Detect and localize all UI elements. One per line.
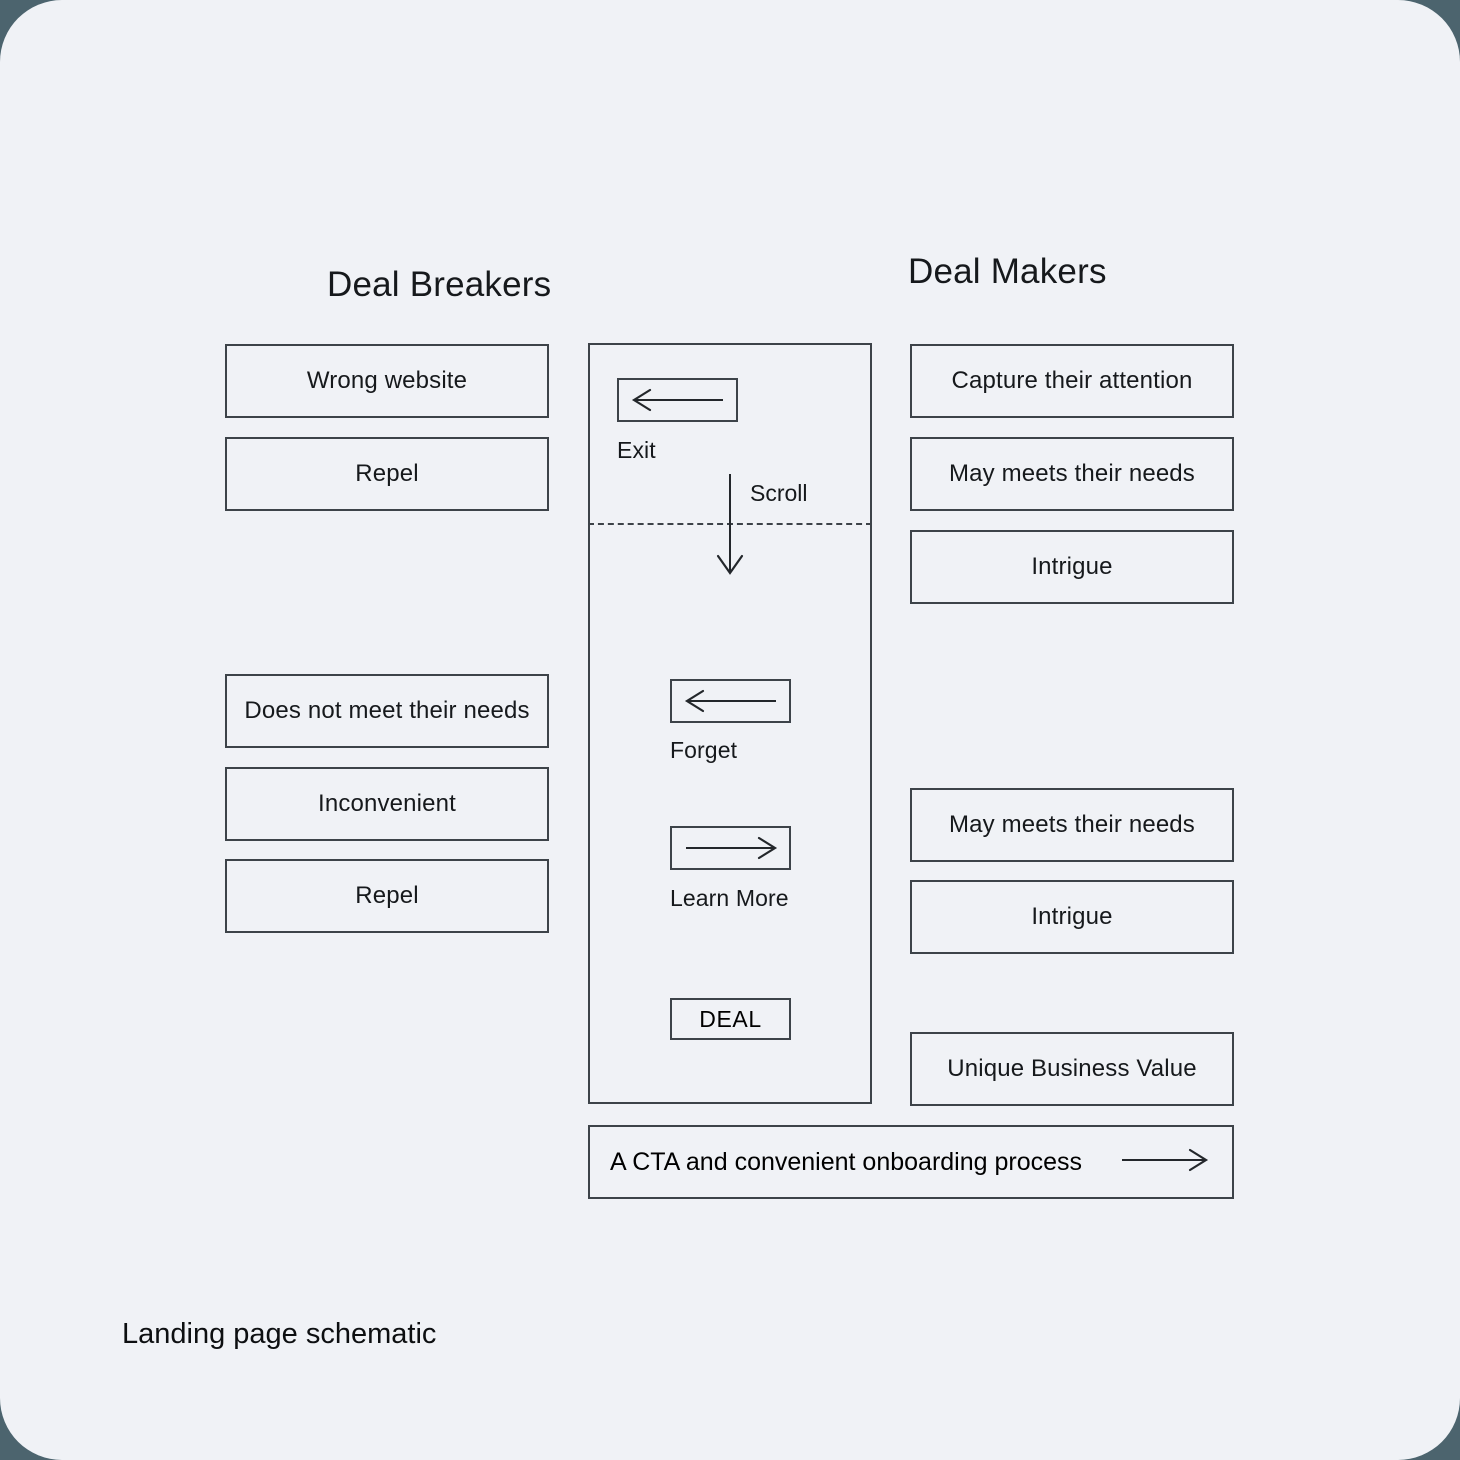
deal-maker-label: Unique Business Value	[947, 1055, 1197, 1082]
deal-maker-label: May meets their needs	[949, 811, 1195, 838]
deal-maker-box[interactable]: Intrigue	[910, 530, 1234, 604]
deal-box[interactable]: DEAL	[670, 998, 791, 1040]
deal-maker-box[interactable]: May meets their needs	[910, 788, 1234, 862]
arrow-right-icon	[1120, 1148, 1212, 1177]
column-title-deal-breakers: Deal Breakers	[327, 265, 552, 304]
forget-action-caption: Forget	[670, 737, 738, 763]
arrow-left-icon	[681, 689, 781, 713]
cta-label: A CTA and convenient onboarding process	[609, 1147, 1083, 1176]
deal-breaker-box[interactable]: Does not meet their needs	[225, 674, 549, 748]
learn-more-action-caption: Learn More	[670, 885, 789, 911]
deal-maker-box[interactable]: Unique Business Value	[910, 1032, 1234, 1106]
deal-label: DEAL	[699, 1005, 762, 1032]
arrow-left-icon	[628, 388, 728, 412]
deal-breaker-box[interactable]: Inconvenient	[225, 767, 549, 841]
deal-breaker-label: Repel	[355, 882, 419, 909]
footer-caption: Landing page schematic	[122, 1318, 437, 1350]
scroll-caption: Scroll	[750, 480, 808, 506]
deal-maker-box[interactable]: May meets their needs	[910, 437, 1234, 511]
deal-breaker-box[interactable]: Repel	[225, 437, 549, 511]
column-title-deal-makers: Deal Makers	[908, 252, 1107, 291]
deal-maker-box[interactable]: Capture their attention	[910, 344, 1234, 418]
deal-breaker-label: Does not meet their needs	[244, 697, 530, 724]
deal-breaker-label: Wrong website	[306, 367, 468, 394]
deal-maker-label: Intrigue	[1031, 903, 1113, 930]
arrow-right-icon	[681, 836, 781, 860]
deal-breaker-box[interactable]: Repel	[225, 859, 549, 933]
learn-more-action-box[interactable]	[670, 826, 791, 870]
exit-action-caption: Exit	[617, 437, 656, 463]
landing-page-frame	[588, 343, 872, 1104]
deal-breaker-box[interactable]: Wrong website	[225, 344, 549, 418]
forget-action-box[interactable]	[670, 679, 791, 723]
deal-breaker-label: Inconvenient	[318, 790, 456, 817]
exit-action-box[interactable]	[617, 378, 738, 422]
scroll-arrow-icon	[710, 474, 750, 578]
deal-maker-box[interactable]: Intrigue	[910, 880, 1234, 954]
deal-breaker-label: Repel	[355, 460, 419, 487]
cta-onboarding-bar[interactable]: A CTA and convenient onboarding process	[588, 1125, 1234, 1199]
deal-maker-label: Intrigue	[1031, 553, 1113, 580]
deal-maker-label: May meets their needs	[949, 460, 1195, 487]
deal-maker-label: Capture their attention	[951, 367, 1193, 394]
